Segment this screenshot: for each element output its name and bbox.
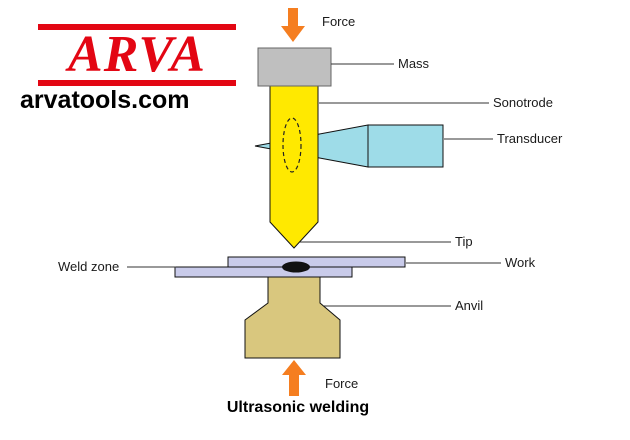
force-bottom-label: Force xyxy=(325,376,359,391)
force-down-arrow xyxy=(281,8,305,42)
work-lower-plate-shape xyxy=(174,266,353,278)
work-upper-plate-shape xyxy=(227,256,406,268)
website-text: arvatools.com xyxy=(20,86,190,114)
force-top-label: Force xyxy=(322,14,356,29)
mass-shape xyxy=(257,47,332,87)
weld-nugget-shape xyxy=(282,261,310,273)
vibration-node-dashed-ellipse xyxy=(282,117,302,173)
weld-zone-label: Weld zone xyxy=(58,259,120,274)
transducer-body-shape xyxy=(367,124,444,168)
work-label: Work xyxy=(505,255,536,270)
sonotrode-label: Sonotrode xyxy=(493,95,553,110)
arva-logo: ARVA xyxy=(38,24,236,86)
force-up-arrow xyxy=(282,360,306,396)
diagram-title: Ultrasonic welding xyxy=(226,399,370,416)
anvil-label: Anvil xyxy=(455,298,484,313)
mass-label: Mass xyxy=(398,56,430,71)
sonotrode-shape xyxy=(269,85,319,249)
anvil-shape xyxy=(244,276,341,359)
transducer-label: Transducer xyxy=(497,131,563,146)
tip-label: Tip xyxy=(455,234,473,249)
arva-logo-text: ARVA xyxy=(68,26,206,83)
